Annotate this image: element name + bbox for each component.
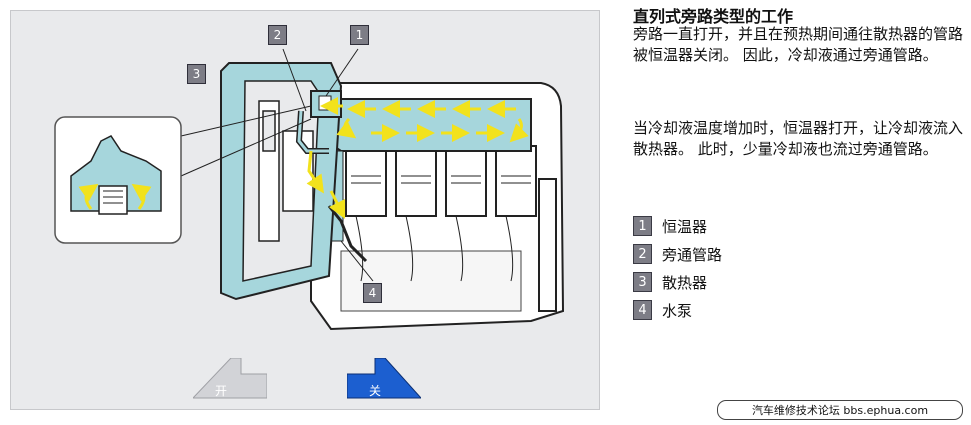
description-paragraph-open: 当冷却液温度增加时，恒温器打开，让冷却液流入散热器。 此时，少量冷却液也流过旁通… [633,119,964,158]
diagram-panel: 2 1 3 4 开 关 [10,10,600,410]
engine-cooling-diagram [54,48,565,331]
open-button[interactable]: 开 [193,358,267,400]
legend-item-bypass-line: 2 旁通管路 [633,240,722,268]
legend-item-radiator: 3 散热器 [633,268,722,296]
flywheel [538,178,557,312]
legend: 1 恒温器 2 旁通管路 3 散热器 4 水泵 [633,212,722,324]
legend-number: 1 [633,216,652,236]
legend-label: 恒温器 [662,217,708,236]
legend-number: 2 [633,244,652,264]
badge-bypass-line: 2 [268,25,287,45]
description-paragraph-warmup: 旁路一直打开，并且在预热期间通往散热器的管路被恒温器关闭。 因此，冷却液通过旁通… [633,25,964,64]
head-coolant-jacket [325,98,532,152]
page-title: 直列式旁路类型的工作 [633,7,794,26]
legend-label: 散热器 [662,273,708,292]
badge-radiator: 3 [187,64,206,84]
badge-water-pump: 4 [363,283,382,303]
legend-number: 3 [633,272,652,292]
badge-thermostat: 1 [350,25,369,45]
legend-item-thermostat: 1 恒温器 [633,212,722,240]
legend-item-water-pump: 4 水泵 [633,296,722,324]
forum-watermark: 汽车维修技术论坛 bbs.ephua.com [717,400,963,420]
close-button[interactable]: 关 [347,358,421,400]
legend-label: 水泵 [662,301,693,320]
legend-label: 旁通管路 [662,245,723,264]
cylinders [345,145,537,217]
legend-number: 4 [633,300,652,320]
